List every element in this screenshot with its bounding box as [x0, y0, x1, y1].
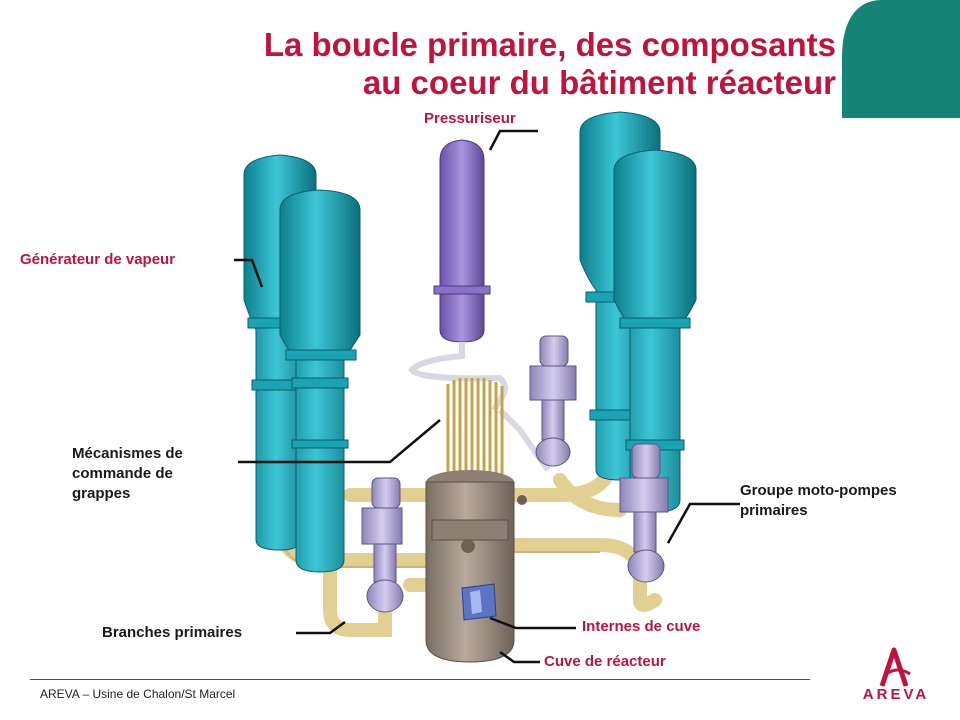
label-primary-branches: Branches primaires — [102, 624, 243, 641]
label-pump-group: Groupe moto-pompes primaires — [740, 481, 897, 521]
footer-divider — [30, 679, 810, 680]
label-reactor-vessel: Cuve de réacteur — [544, 653, 666, 670]
label-crdm-line3: grappes — [72, 485, 131, 502]
leader-lines — [234, 129, 740, 664]
label-steam-generator: Générateur de vapeur — [20, 251, 176, 268]
label-pump-group-line2: primaires — [740, 502, 808, 519]
corner-decoration — [842, 0, 960, 118]
label-pump-group-line1: Groupe moto-pompes — [740, 482, 897, 499]
areva-logo-mark — [879, 647, 911, 687]
label-crdm-line1: Mécanismes de — [72, 445, 183, 462]
pressurizer — [408, 139, 551, 472]
coolant-pump-right — [619, 443, 669, 583]
steam-generator-2 — [279, 189, 361, 573]
slide-title-line1: La boucle primaire, des composants — [263, 26, 836, 63]
label-crdm: Mécanismes de commande de grappes — [72, 444, 183, 504]
areva-logo-word: AREVA — [862, 686, 930, 703]
coolant-pump-left — [361, 477, 404, 613]
label-pressurizer: Pressuriseur — [424, 110, 516, 127]
coolant-pump-back — [529, 335, 577, 467]
label-vessel-internals: Internes de cuve — [582, 618, 701, 635]
footer-text: AREVA – Usine de Chalon/St Marcel — [40, 687, 236, 701]
slide-title-line2: au coeur du bâtiment réacteur — [362, 64, 836, 101]
label-crdm-line2: commande de — [72, 465, 173, 482]
control-rod-mechanisms — [446, 378, 504, 486]
reactor-vessel — [425, 470, 527, 663]
